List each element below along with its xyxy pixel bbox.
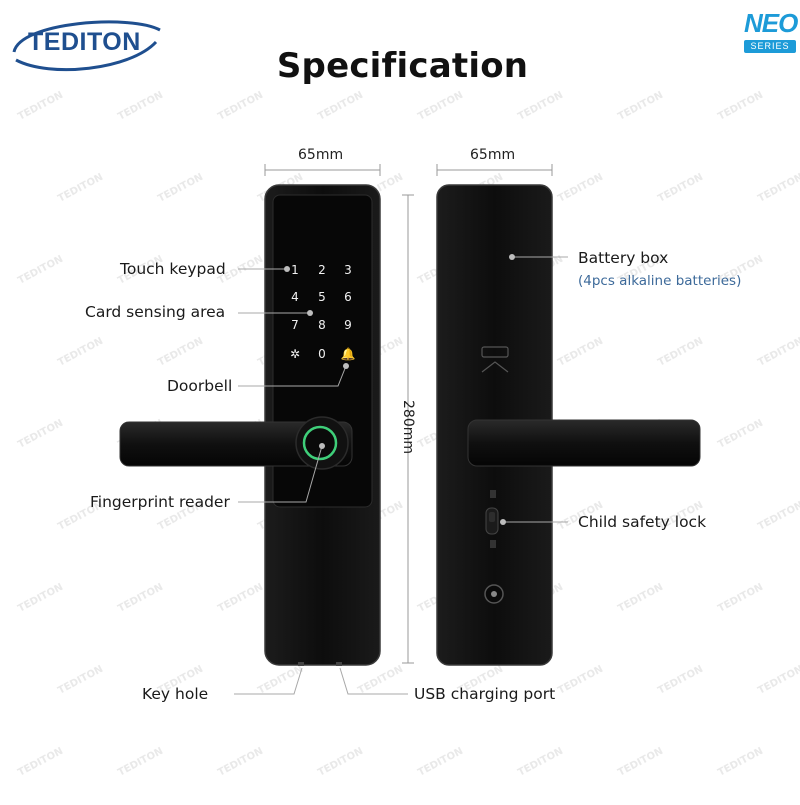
keypad-key: 3 [344, 263, 352, 277]
keypad-key: 8 [318, 318, 326, 332]
page-title: Specification [276, 46, 529, 86]
keypad-grid: 1 2 3 4 5 6 7 8 9 ✲ 0 🔔 [290, 263, 356, 361]
battery-open-mark [481, 346, 509, 373]
key-hole-marker [298, 662, 304, 666]
key-hole-label: Key hole [142, 685, 209, 703]
keypad-key: 6 [344, 290, 352, 304]
touch-keypad-label: Touch keypad [120, 260, 226, 278]
back-lock [436, 184, 701, 666]
keypad-key: 9 [344, 318, 352, 332]
back-width-dimension [436, 164, 553, 176]
front-width-label: 65mm [298, 147, 344, 163]
keypad-key: 7 [291, 318, 299, 332]
brand-logo: TEDITON [10, 12, 162, 76]
series-badge-bottom: SERIES [744, 40, 796, 53]
usb-charging-label: USB charging port [414, 685, 556, 703]
series-badge-top: NEO [744, 8, 798, 38]
child-safety-switch [485, 490, 499, 548]
height-dimension [402, 194, 414, 664]
keypad-key: ✲ [290, 347, 300, 361]
keypad-key: 5 [318, 290, 326, 304]
brand-logo-text: TEDITON [28, 28, 141, 56]
doorbell-leader [238, 365, 347, 387]
fingerprint-reader-label: Fingerprint reader [90, 493, 230, 511]
usb-port-leader [339, 667, 408, 695]
battery-note-label: (4pcs alkaline batteries) [578, 273, 742, 289]
height-label: 280mm [400, 400, 416, 454]
fingerprint-sensor [302, 425, 338, 461]
keypad-key: 0 [318, 347, 326, 361]
series-badge: NEO SERIES [744, 6, 798, 60]
keypad-key: 1 [291, 263, 299, 277]
keypad-key: 🔔 [341, 347, 356, 361]
fingerprint-leader [238, 445, 323, 503]
back-width-label: 65mm [470, 147, 516, 163]
keypad-key: 2 [318, 263, 326, 277]
child-safety-lock-label: Child safety lock [578, 513, 707, 531]
front-width-dimension [264, 164, 381, 176]
key-hole-leader [234, 667, 303, 695]
usb-port-marker [336, 662, 342, 666]
card-sensing-label: Card sensing area [85, 303, 226, 321]
doorbell-label: Doorbell [167, 377, 233, 395]
battery-box-label: Battery box [578, 249, 669, 267]
keypad-key: 4 [291, 290, 299, 304]
